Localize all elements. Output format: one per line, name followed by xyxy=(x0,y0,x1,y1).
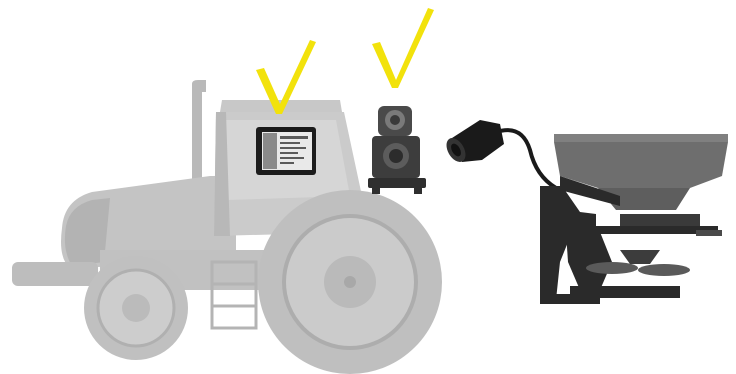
fertilizer-spreader xyxy=(540,134,728,304)
hopper-body xyxy=(554,142,728,188)
socket-connector-icon xyxy=(368,106,426,194)
front-wheel xyxy=(84,256,188,360)
check-mark-icon xyxy=(372,8,434,88)
front-weights xyxy=(12,262,98,286)
cable-plug-icon xyxy=(443,120,556,188)
terminal-display-icon xyxy=(256,127,316,175)
cable xyxy=(496,130,556,188)
hopper-lid xyxy=(554,134,728,142)
rear-wheel xyxy=(258,190,442,374)
tractor xyxy=(12,80,442,374)
spreading-disc xyxy=(638,264,690,276)
